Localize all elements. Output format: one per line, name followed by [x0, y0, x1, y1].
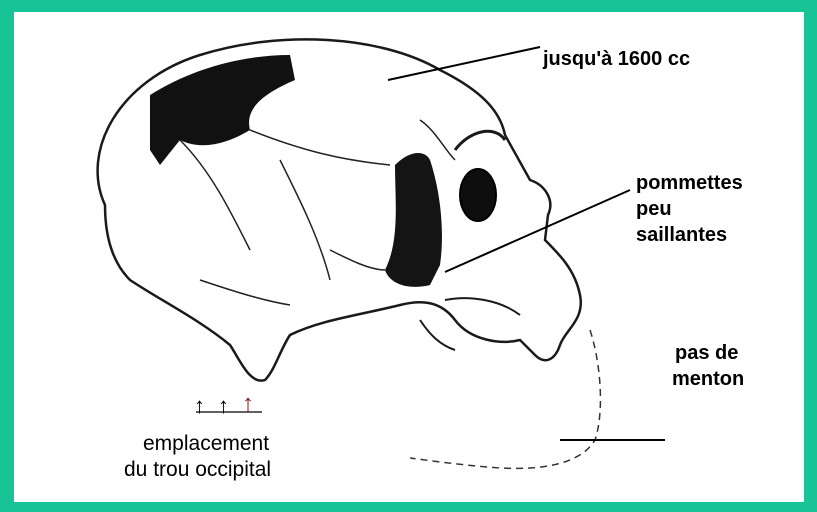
label-cheekbones-line-2: peu: [636, 196, 672, 222]
label-chin-line-1: pas de: [675, 340, 738, 366]
orbit: [460, 169, 496, 221]
label-cheekbones-line-3: saillantes: [636, 222, 727, 248]
arrow-up-icon: ↑: [194, 392, 205, 419]
label-cheekbones-line-1: pommettes: [636, 170, 743, 196]
label-foramen-line-1: emplacement: [143, 430, 269, 457]
label-foramen-line-2: du trou occipital: [124, 456, 271, 483]
arrow-up-icon: ↑: [218, 392, 229, 419]
label-chin-line-2: menton: [672, 366, 744, 392]
label-cranial-capacity: jusqu'à 1600 cc: [543, 46, 690, 72]
restored-jaw-dashed: [410, 330, 600, 468]
arrow-up-red-icon: ↑: [242, 390, 254, 417]
